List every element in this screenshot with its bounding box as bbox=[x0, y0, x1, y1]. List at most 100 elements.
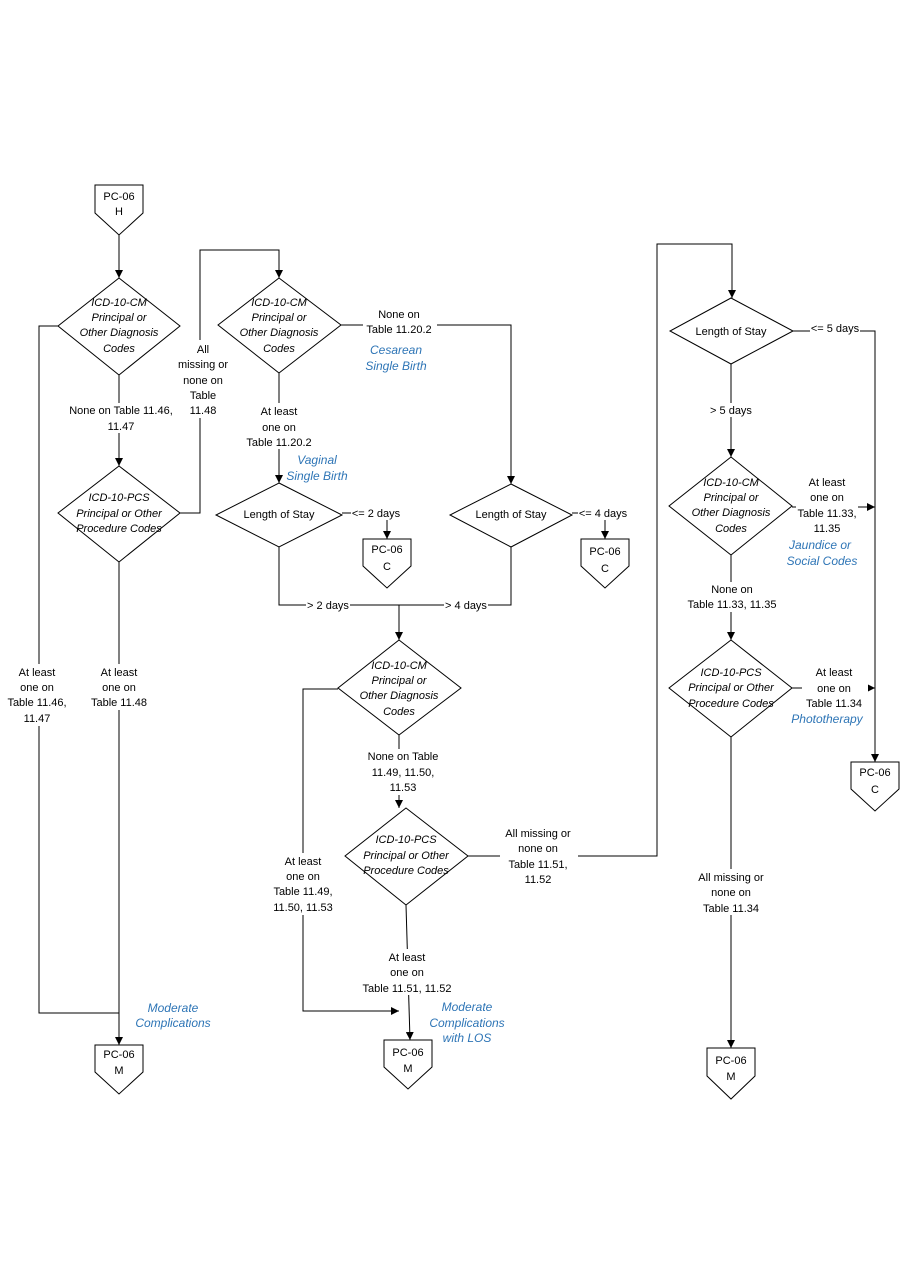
edge-d4-at-least bbox=[302, 688, 399, 1015]
label-atleast-1148-2: one on bbox=[102, 682, 136, 694]
label-bg bbox=[796, 475, 858, 537]
label-gt5: > 5 days bbox=[710, 405, 752, 417]
label-bg bbox=[500, 825, 578, 887]
annotation-moderate-1: Moderate bbox=[148, 1001, 199, 1015]
connector-labels: PC-06 H PC-06 M PC-06 C PC-06 C PC-06 M … bbox=[103, 191, 890, 1083]
label-bg bbox=[268, 853, 340, 915]
edge-d3-none bbox=[341, 324, 515, 484]
annotation-vaginal-1: Vaginal bbox=[297, 453, 337, 467]
label-bg bbox=[578, 506, 628, 520]
label-le5: <= 5 days bbox=[811, 323, 860, 335]
label-bg bbox=[176, 340, 228, 418]
label-atleast-1146-4: 11.47 bbox=[24, 713, 51, 725]
connector-start-label-1: PC-06 bbox=[103, 191, 134, 203]
d1-line-2: Principal or bbox=[91, 312, 147, 324]
label-bg bbox=[362, 949, 454, 995]
annotation-moderate-2: Complications bbox=[135, 1016, 210, 1030]
label-none-1149-1: None on Table bbox=[368, 751, 439, 763]
edge-labels: None on Table 11.46, 11.47 At least one … bbox=[6, 306, 868, 995]
d5-line-2: Principal or Other bbox=[363, 850, 450, 862]
d4-line-4: Codes bbox=[383, 706, 415, 718]
label-bg bbox=[351, 506, 401, 520]
connector-vaginal-label-1: PC-06 bbox=[371, 544, 402, 556]
edge-d5-all-missing bbox=[468, 243, 736, 857]
decision-length-of-stay-vaginal bbox=[214, 482, 344, 548]
decision-icd10pcs-3 bbox=[668, 639, 793, 738]
connector-jaundice-m bbox=[706, 1047, 756, 1100]
label-atleast-1151-3: Table 11.51, 11.52 bbox=[363, 983, 452, 995]
label-atleast-1133-1: At least bbox=[809, 477, 846, 489]
los-right-label: Length of Stay bbox=[696, 326, 767, 338]
label-atleast-1149-4: 11.50, 11.53 bbox=[273, 902, 333, 914]
annotation-moderate-los-3: with LOS bbox=[443, 1031, 492, 1045]
label-atleast-1151-1: At least bbox=[389, 952, 426, 964]
label-atleast-1149-2: one on bbox=[286, 871, 320, 883]
d7-line-2: Principal or Other bbox=[688, 682, 775, 694]
label-allmissing-1148-3: none on bbox=[183, 375, 223, 387]
edge-los-gt2 bbox=[278, 547, 452, 609]
label-none-11202-2: Table 11.20.2 bbox=[366, 324, 431, 336]
label-atleast-1149-1: At least bbox=[285, 856, 322, 868]
d6-line-4: Codes bbox=[715, 523, 747, 535]
decision-icd10cm-1 bbox=[57, 277, 181, 376]
connector-photo-c bbox=[850, 761, 900, 812]
label-atleast-1134-2: one on bbox=[817, 683, 851, 695]
d5-line-3: Procedure Codes bbox=[363, 865, 449, 877]
connector-cesarean-c bbox=[580, 538, 630, 589]
d2-line-1: ICD-10-PCS bbox=[88, 492, 150, 504]
connector-los-label-2: M bbox=[403, 1063, 412, 1075]
edge-d2-all-missing bbox=[180, 249, 283, 514]
d3-line-1: ICD-10-CM bbox=[251, 297, 307, 309]
label-none-1146-1: None on Table 11.46, bbox=[69, 405, 173, 417]
d7-line-3: Procedure Codes bbox=[688, 698, 774, 710]
label-atleast-1133-3: Table 11.33, bbox=[797, 508, 856, 520]
los-vaginal-label: Length of Stay bbox=[244, 509, 315, 521]
label-atleast-1146-3: Table 11.46, bbox=[7, 697, 66, 709]
label-bg bbox=[64, 403, 176, 433]
annotation-moderate-los-1: Moderate bbox=[442, 1000, 493, 1014]
label-atleast-1146-2: one on bbox=[20, 682, 54, 694]
label-none-1149-2: 11.49, 11.50, bbox=[372, 767, 435, 779]
d1-line-4: Codes bbox=[103, 343, 135, 355]
d1-line-3: Other Diagnosis bbox=[80, 327, 159, 339]
label-le4: <= 4 days bbox=[579, 508, 628, 520]
connector-moderate-label-2: M bbox=[114, 1065, 123, 1077]
label-allmissing-1148-2: missing or bbox=[178, 359, 228, 371]
label-bg bbox=[363, 306, 437, 336]
edges bbox=[38, 235, 879, 1048]
connector-vaginal-label-2: C bbox=[383, 561, 391, 573]
label-none-1149-3: 11.53 bbox=[390, 782, 417, 794]
annotation-cesarean-2: Single Birth bbox=[365, 359, 427, 373]
label-bg bbox=[244, 403, 316, 449]
label-atleast-1133-2: one on bbox=[810, 492, 844, 504]
label-atleast-11202-2: one on bbox=[262, 422, 296, 434]
label-none-1133-1: None on bbox=[711, 584, 753, 596]
connector-start-h bbox=[94, 184, 144, 236]
label-bg bbox=[802, 665, 868, 711]
label-none-1133-2: Table 11.33, 11.35 bbox=[688, 599, 777, 611]
label-bg bbox=[706, 403, 756, 417]
label-bg bbox=[86, 664, 152, 710]
d3-line-4: Codes bbox=[263, 343, 295, 355]
label-allmissing-1148-1: All bbox=[197, 344, 209, 356]
los-cesarean-label: Length of Stay bbox=[476, 509, 547, 521]
d6-line-2: Principal or bbox=[703, 492, 759, 504]
decision-icd10cm-4 bbox=[668, 456, 793, 556]
annotation-cesarean-1: Cesarean bbox=[370, 343, 422, 357]
shapes bbox=[57, 184, 900, 1100]
label-atleast-11202-3: Table 11.20.2 bbox=[246, 437, 311, 449]
d3-line-3: Other Diagnosis bbox=[240, 327, 319, 339]
connector-cesarean-label-2: C bbox=[601, 563, 609, 575]
label-bg bbox=[360, 749, 442, 795]
label-bg bbox=[684, 582, 780, 612]
d2-line-2: Principal or Other bbox=[76, 508, 163, 520]
label-allmissing-1134-2: none on bbox=[711, 887, 751, 899]
label-none-11202-1: None on bbox=[378, 309, 420, 321]
label-bg bbox=[810, 322, 860, 336]
decision-length-of-stay-cesarean bbox=[448, 483, 574, 548]
label-gt4: > 4 days bbox=[445, 600, 487, 612]
decision-length-of-stay-right bbox=[668, 297, 795, 365]
label-none-1146-2: 11.47 bbox=[108, 421, 135, 433]
connector-cesarean-label-1: PC-06 bbox=[589, 546, 620, 558]
